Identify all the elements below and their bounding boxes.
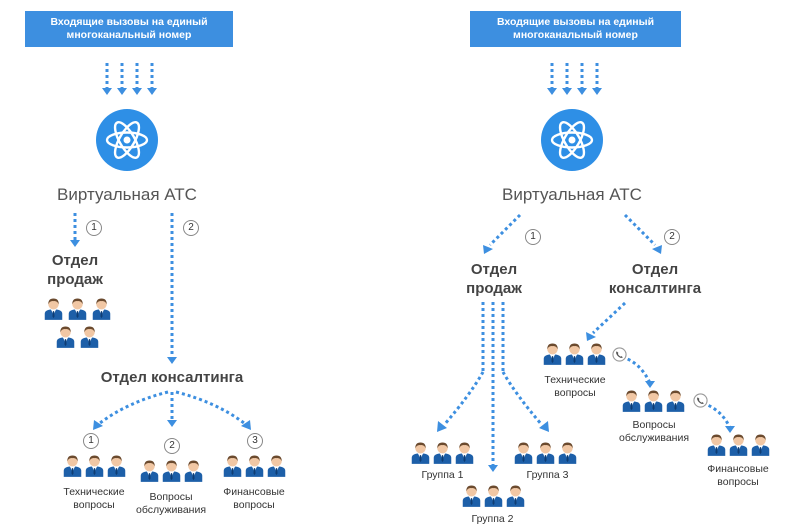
incoming-arrow: [547, 63, 557, 95]
group-label-sales-3: Группа 3: [526, 469, 569, 481]
person-icon: [587, 343, 606, 365]
badge-number: 1: [88, 435, 94, 446]
atom-icon: [96, 109, 158, 171]
incoming-arrow: [562, 63, 572, 95]
sales-group-2-team: [462, 485, 525, 507]
number-badge: [83, 433, 99, 449]
person-icon: [411, 442, 430, 464]
person-icon: [184, 460, 203, 482]
number-badge: [86, 220, 102, 236]
incoming-arrow: [117, 63, 127, 95]
number-badge: [247, 433, 263, 449]
group-label-service-right: Вопросы обслуживания: [618, 419, 690, 444]
group-label-service-left: Вопросы обслуживания: [135, 491, 207, 516]
person-icon: [622, 390, 641, 412]
pbx-title-left: Виртуальная АТС: [57, 185, 197, 204]
person-icon: [514, 442, 533, 464]
person-icon: [63, 455, 82, 477]
phone-icon: [612, 347, 627, 362]
route-arrow-consulting-right: [623, 213, 662, 254]
sales-flow-right: [437, 302, 549, 472]
tech-team-right: [543, 343, 606, 365]
route-arrow-sales-left: [70, 213, 80, 247]
person-icon: [107, 455, 126, 477]
route-arrow-sales-right: [483, 213, 522, 254]
person-icon: [92, 298, 111, 320]
sales-group-3-team: [514, 442, 577, 464]
group-label-finance-right: Финансовые вопросы: [707, 463, 769, 488]
person-icon: [267, 455, 286, 477]
person-icon: [543, 343, 562, 365]
person-icon: [751, 434, 770, 456]
sales-department-right: Отдел продаж: [466, 261, 522, 297]
group-label-sales-2: Группа 2: [471, 513, 514, 525]
person-icon: [644, 390, 663, 412]
route-arrow-consulting-left: [167, 213, 177, 364]
group-label-tech-right: Технические вопросы: [544, 374, 606, 399]
incoming-arrows-left: [102, 63, 157, 95]
group-label-sales-1: Группа 1: [421, 469, 464, 481]
person-icon: [223, 455, 242, 477]
badge-number: 3: [252, 435, 258, 446]
service-team-right: [622, 390, 685, 412]
incoming-arrow: [592, 63, 602, 95]
number-badge: [525, 229, 541, 245]
incoming-arrow: [577, 63, 587, 95]
badge-number: 1: [91, 222, 97, 233]
finance-team-right: [707, 434, 770, 456]
person-icon: [666, 390, 685, 412]
incoming-arrow: [102, 63, 112, 95]
person-icon: [80, 326, 99, 348]
incoming-arrow: [132, 63, 142, 95]
number-badge: [664, 229, 680, 245]
pbx-title-right: Виртуальная АТС: [502, 185, 642, 204]
person-icon: [506, 485, 525, 507]
person-icon: [455, 442, 474, 464]
person-icon: [729, 434, 748, 456]
group-label-finance-left: Финансовые вопросы: [223, 486, 285, 511]
person-icon: [56, 326, 75, 348]
person-icon: [44, 298, 63, 320]
branch-arrows-left: [93, 390, 251, 430]
person-icon: [140, 460, 159, 482]
phone-icon: [693, 393, 708, 408]
finance-team-left: [223, 455, 286, 477]
service-team-left: [140, 460, 203, 482]
sales-group-1-team: [411, 442, 474, 464]
person-icon: [85, 455, 104, 477]
incoming-arrow: [147, 63, 157, 95]
sales-team-left: [44, 298, 111, 348]
number-badge: [183, 220, 199, 236]
person-icon: [68, 298, 87, 320]
person-icon: [162, 460, 181, 482]
badge-number: 2: [188, 222, 194, 233]
consulting-flow-right: [586, 301, 735, 433]
badge-number: 2: [169, 440, 175, 451]
person-icon: [433, 442, 452, 464]
person-icon: [462, 485, 481, 507]
badge-number: 2: [669, 231, 675, 242]
incoming-arrows-right: [547, 63, 602, 95]
sales-department-left: Отдел продаж: [47, 252, 103, 288]
badge-number: 1: [530, 231, 536, 242]
incoming-calls-box-left: Входящие вызовы на единый многоканальный…: [25, 11, 233, 47]
person-icon: [245, 455, 264, 477]
person-icon: [536, 442, 555, 464]
atom-icon: [541, 109, 603, 171]
number-badge: [164, 438, 180, 454]
consulting-department-right: Отдел консалтинга: [608, 261, 702, 297]
group-label-tech-left: Технические вопросы: [63, 486, 125, 511]
tech-team-left: [63, 455, 126, 477]
consulting-department-left: Отдел консалтинга: [100, 369, 244, 386]
person-icon: [565, 343, 584, 365]
incoming-calls-box-right: Входящие вызовы на единый многоканальный…: [470, 11, 681, 47]
person-icon: [707, 434, 726, 456]
person-icon: [558, 442, 577, 464]
person-icon: [484, 485, 503, 507]
